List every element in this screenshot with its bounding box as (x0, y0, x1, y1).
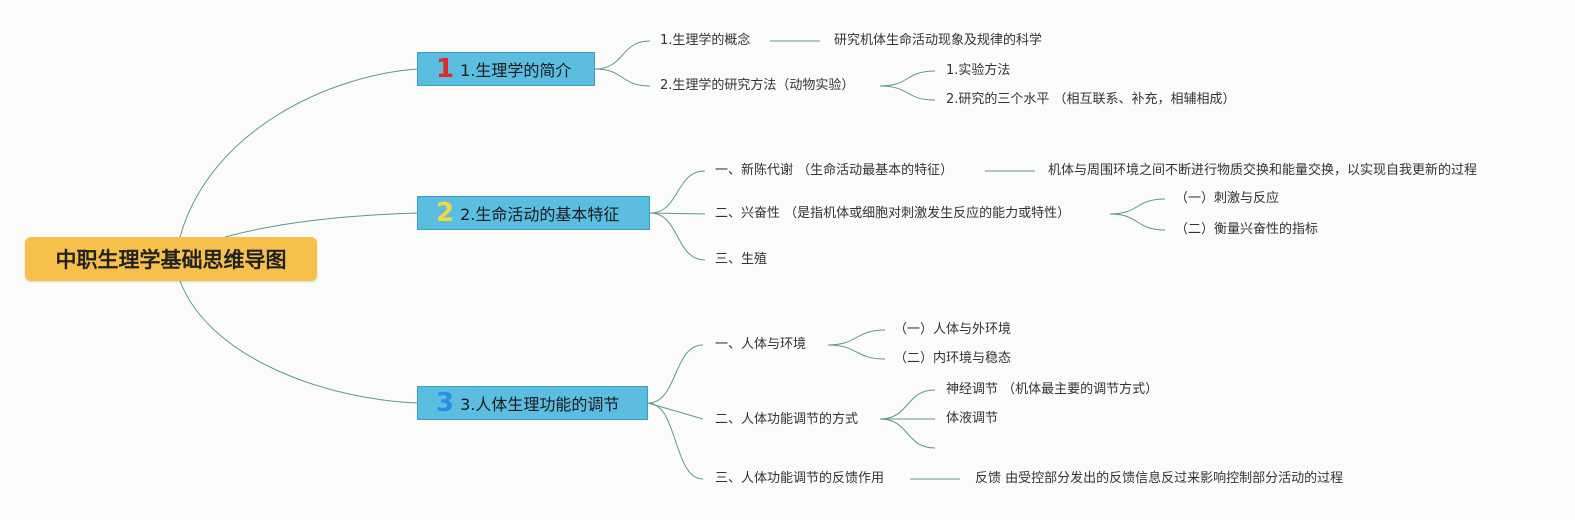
subtopic-concept[interactable]: 1.生理学的概念 (660, 33, 751, 48)
link-b2-c3 (649, 212, 706, 261)
detail-feedback[interactable]: 反馈 由受控部分发出的反馈信息反过来影响控制部分活动的过程 (975, 471, 1344, 486)
link-b3-c2-g1 (879, 389, 936, 420)
branch-topic-1[interactable]: 1 1.生理学的简介 (417, 52, 595, 86)
subtopic-regulation-modes[interactable]: 二、人体功能调节的方式 (715, 412, 859, 427)
root-topic-label: 中职生理学基础思维导图 (55, 248, 287, 272)
root-topic[interactable]: 中职生理学基础思维导图 (25, 237, 317, 281)
link-b1-c2 (594, 68, 651, 87)
subtopic-feedback[interactable]: 三、人体功能调节的反馈作用 (715, 471, 885, 486)
subtopic-body-environment[interactable]: 一、人体与环境 (715, 337, 807, 352)
subtopic-stimulus-response[interactable]: （一）刺激与反应 (1175, 191, 1280, 206)
branch-topic-3[interactable]: 3 3.人体生理功能的调节 (417, 386, 648, 420)
link-b2-c1 (649, 170, 706, 214)
subtopic-excitability-index[interactable]: （二）衡量兴奋性的指标 (1175, 222, 1319, 237)
link-b1-c1 (594, 40, 651, 70)
link-root-branch-1 (179, 68, 419, 238)
subtopic-external-environment[interactable]: （一）人体与外环境 (894, 322, 1012, 337)
number-2-icon: 2 (436, 198, 455, 228)
link-b1-c2-g1 (879, 70, 936, 87)
link-b1-c2-g2 (879, 85, 936, 101)
link-b3-c3 (647, 402, 704, 480)
link-b3-c1 (647, 344, 704, 404)
link-b2-c2-g2 (1109, 213, 1166, 231)
branch-topic-label: 1.生理学的简介 (460, 61, 572, 80)
branch-topic-label: 2.生命活动的基本特征 (460, 205, 620, 224)
subtopic-metabolism[interactable]: 一、新陈代谢 （生命活动最基本的特征） (715, 163, 954, 178)
subtopic-research-method[interactable]: 2.生理学的研究方法（动物实验） (660, 78, 855, 93)
number-3-icon: 3 (436, 388, 455, 418)
link-b2-c2 (649, 212, 706, 215)
subtopic-three-levels[interactable]: 2.研究的三个水平 （相互联系、补充，相辅相成） (946, 92, 1236, 107)
detail-concept[interactable]: 研究机体生命活动现象及规律的科学 (834, 33, 1043, 48)
subtopic-humoral-regulation[interactable]: 体液调节 (946, 411, 999, 426)
detail-metabolism[interactable]: 机体与周围环境之间不断进行物质交换和能量交换，以实现自我更新的过程 (1048, 163, 1478, 178)
link-b2-c2-g1 (1109, 198, 1166, 215)
subtopic-neural-regulation[interactable]: 神经调节 （机体最主要的调节方式） (946, 382, 1159, 397)
subtopic-excitability[interactable]: 二、兴奋性 （是指机体或细胞对刺激发生反应的能力或特性） (715, 206, 1071, 221)
subtopic-experiment-method[interactable]: 1.实验方法 (946, 63, 1011, 78)
branch-topic-label: 3.人体生理功能的调节 (460, 395, 620, 414)
link-b3-c2-g3 (879, 418, 936, 449)
number-1-icon: 1 (436, 54, 455, 84)
subtopic-internal-environment[interactable]: （二）内环境与稳态 (894, 351, 1012, 366)
subtopic-reproduction[interactable]: 三、生殖 (715, 252, 768, 267)
link-b3-c1-g2 (827, 344, 886, 360)
link-root-branch-3 (179, 280, 419, 404)
link-root-branch-2 (224, 212, 419, 238)
branch-topic-2[interactable]: 2 2.生命活动的基本特征 (417, 196, 650, 230)
link-b3-c1-g1 (827, 329, 886, 346)
